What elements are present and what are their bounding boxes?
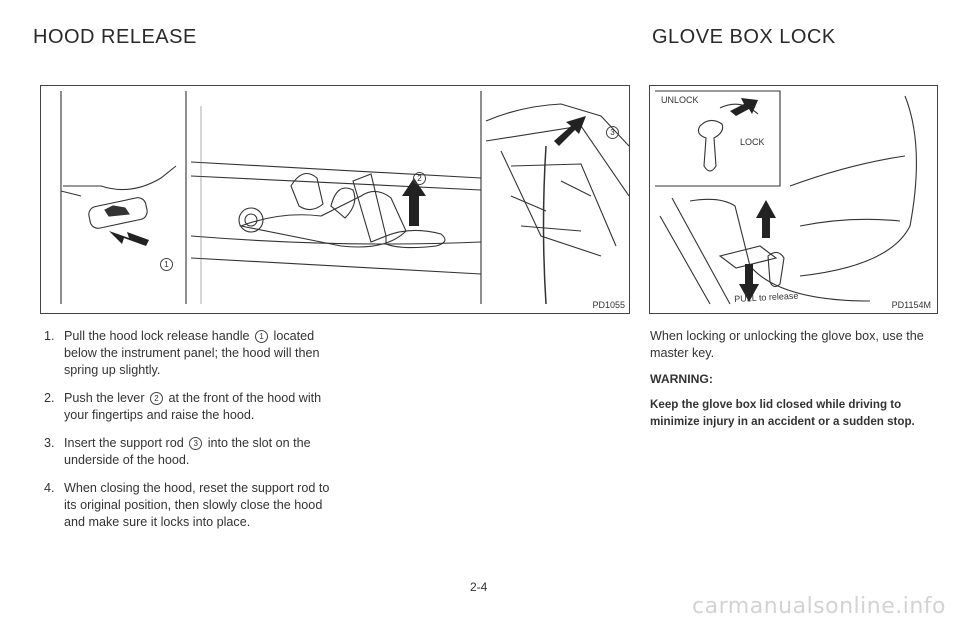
step-1: 1. Pull the hood lock release handle 1 l… xyxy=(44,328,334,379)
step-2-text-after: at the front of the hood with your finge… xyxy=(64,391,322,422)
glove-body-text: When locking or unlocking the glove box,… xyxy=(650,329,924,360)
step-3-number: 3. xyxy=(44,436,55,450)
step-3-text-after: into the slot on the underside of the ho… xyxy=(64,436,311,467)
hood-release-title: HOOD RELEASE xyxy=(33,26,197,48)
hood-drawing xyxy=(60,91,629,305)
step-1-text-before: Pull the hood lock release handle xyxy=(64,329,250,343)
glove-box-illustration: UNLOCK LOCK PULL to release PD1154M xyxy=(649,85,938,314)
step-1-number: 1. xyxy=(44,329,55,343)
hood-release-steps: 1. Pull the hood lock release handle 1 l… xyxy=(44,328,334,542)
page-number: 2-4 xyxy=(470,580,488,594)
step-2-text-before: Push the lever xyxy=(64,391,145,405)
step-1-ref-marker: 1 xyxy=(255,330,269,343)
step-4: 4. When closing the hood, reset the supp… xyxy=(44,480,334,531)
step-4-number: 4. xyxy=(44,481,55,495)
step-2-number: 2. xyxy=(44,391,55,405)
hood-figure-code: PD1055 xyxy=(592,300,625,310)
watermark: carmanualsonline.info xyxy=(692,594,946,619)
step-2: 2. Push the lever 2 at the front of the … xyxy=(44,390,334,424)
step-3: 3. Insert the support rod 3 into the slo… xyxy=(44,435,334,469)
callout-2-marker: 2 xyxy=(413,172,426,185)
glove-figure-code: PD1154M xyxy=(891,300,931,310)
hood-release-illustration: 1 2 3 PD1055 xyxy=(40,85,630,314)
glove-box-lock-title: GLOVE BOX LOCK xyxy=(652,26,836,48)
warning-text: Keep the glove box lid closed while driv… xyxy=(650,398,915,428)
step-4-text: When closing the hood, reset the support… xyxy=(64,481,330,529)
unlock-label: UNLOCK xyxy=(661,95,699,105)
callout-1-marker: 1 xyxy=(160,258,173,271)
glove-box-drawing xyxy=(655,90,917,305)
step-3-text-before: Insert the support rod xyxy=(64,436,184,450)
glove-box-text: When locking or unlocking the glove box,… xyxy=(650,328,940,439)
step-1-text-after: located below the instrument panel; the … xyxy=(64,329,320,377)
step-3-ref-marker: 3 xyxy=(189,437,203,450)
lock-label: LOCK xyxy=(740,137,765,147)
step-2-ref-marker: 2 xyxy=(150,392,164,405)
warning-heading: WARNING: xyxy=(650,372,713,386)
callout-3-marker: 3 xyxy=(606,126,619,139)
